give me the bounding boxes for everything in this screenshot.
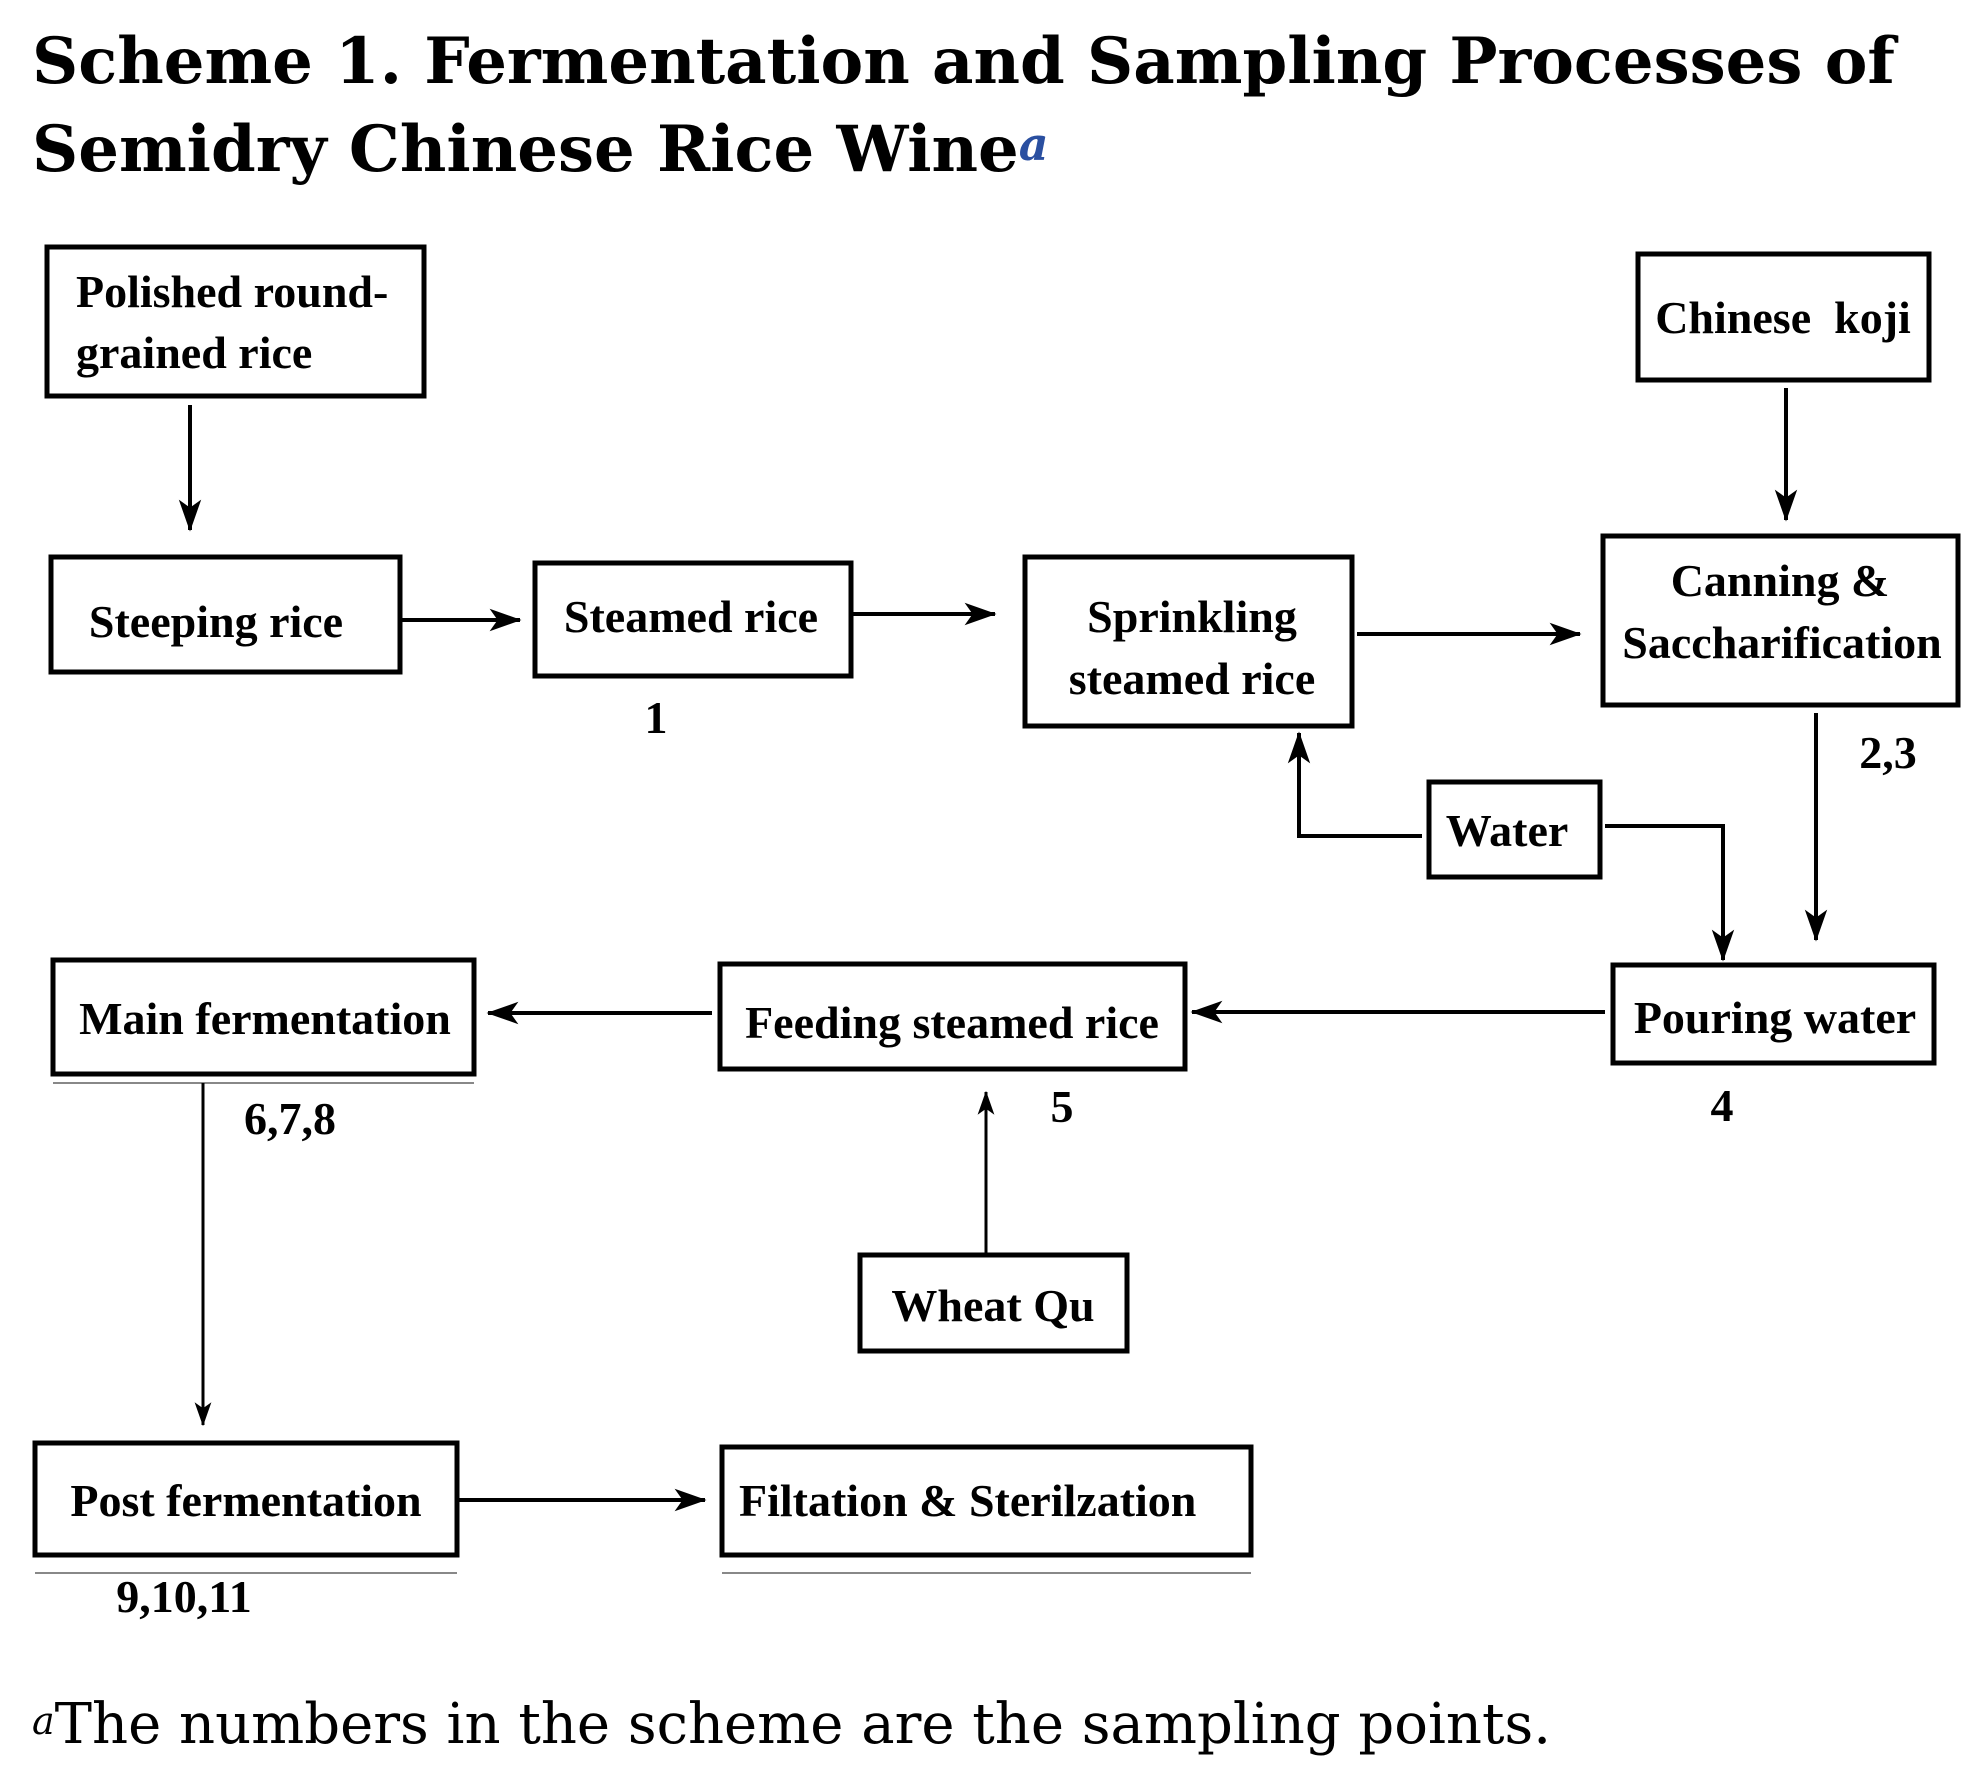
node-feeding: Feeding steamed rice 5 [717, 961, 1188, 1132]
steeping-rice-label: Steeping rice [89, 596, 343, 647]
footnote: aThe numbers in the scheme are the sampl… [32, 1690, 1551, 1760]
node-sprinkling: Sprinkling steamed rice [1022, 554, 1355, 729]
node-wheat-qu: Wheat Qu [857, 1252, 1130, 1354]
node-water: Water [1426, 779, 1603, 880]
footnote-marker: a [32, 1699, 55, 1743]
caption-footnote-marker: a [1018, 117, 1049, 171]
main-fermentation-label: Main fermentation [79, 993, 451, 1044]
sampling-point-feeding: 5 [1051, 1081, 1074, 1132]
node-steamed-rice: Steamed rice 1 [532, 560, 854, 743]
feeding-label: Feeding steamed rice [745, 997, 1159, 1048]
sampling-point-pouring: 4 [1711, 1080, 1734, 1131]
scheme-caption: Scheme 1. Fermentation and Sampling Proc… [32, 18, 1962, 194]
polished-rice-line1: Polished round- [76, 266, 388, 317]
sprinkling-line1: Sprinkling [1087, 591, 1297, 642]
arrow-water-to-pouring [1605, 824, 1735, 962]
node-post-fermentation: Post fermentation 9,10,11 [32, 1440, 460, 1622]
node-canning: Canning & Saccharification 2,3 [1600, 533, 1961, 778]
post-fermentation-label: Post fermentation [70, 1475, 421, 1526]
node-steeping-rice: Steeping rice [48, 554, 403, 675]
node-filtration: Filtation & Sterilzation [719, 1444, 1254, 1558]
sampling-point-steamed: 1 [645, 692, 668, 743]
node-main-fermentation: Main fermentation 6,7,8 [50, 957, 477, 1144]
node-chinese-koji: Chinese koji [1635, 251, 1932, 383]
sampling-point-main: 6,7,8 [244, 1093, 336, 1144]
footnote-text: The numbers in the scheme are the sampli… [54, 1692, 1551, 1757]
water-label: Water [1446, 805, 1569, 856]
wheat-qu-label: Wheat Qu [891, 1280, 1094, 1331]
filtration-label: Filtation & Sterilzation [739, 1475, 1196, 1526]
sampling-point-canning: 2,3 [1859, 727, 1917, 778]
chinese-koji-label: Chinese koji [1655, 292, 1911, 343]
node-pouring-water: Pouring water 4 [1610, 962, 1937, 1131]
pouring-water-label: Pouring water [1634, 992, 1916, 1043]
node-polished-rice: Polished round- grained rice [44, 244, 427, 399]
canning-line2: Saccharification [1622, 617, 1941, 668]
polished-rice-line2: grained rice [76, 327, 312, 378]
caption-text: Scheme 1. Fermentation and Sampling Proc… [32, 24, 1895, 187]
steamed-rice-label: Steamed rice [564, 591, 818, 642]
arrow-water-to-sprinkling [1287, 731, 1422, 838]
sprinkling-line2: steamed rice [1069, 653, 1316, 704]
canning-line1: Canning & [1671, 555, 1890, 606]
sampling-point-post: 9,10,11 [116, 1571, 251, 1622]
